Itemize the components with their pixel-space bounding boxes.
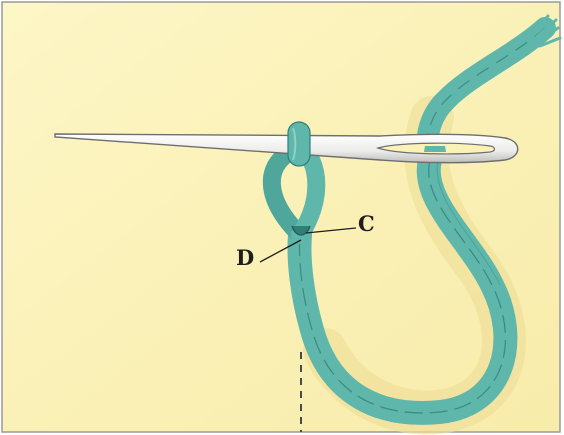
thread-wrap-on-needle [287, 121, 311, 167]
callout-line-d [259, 239, 302, 263]
needle-icon [54, 133, 519, 164]
callout-line-c [305, 227, 357, 234]
thread-knot [291, 225, 311, 236]
label-c: C [358, 211, 375, 236]
thread-wrap-highlight [292, 127, 297, 161]
thread-frayed-ends [526, 14, 562, 48]
thread-front-wrap [287, 121, 311, 236]
thread-loop-inner-edge [436, 159, 501, 286]
needle-shaft [54, 133, 519, 164]
thread-through-eye [424, 146, 446, 152]
thread-loop-shade [298, 159, 506, 414]
label-d: D [236, 245, 255, 270]
